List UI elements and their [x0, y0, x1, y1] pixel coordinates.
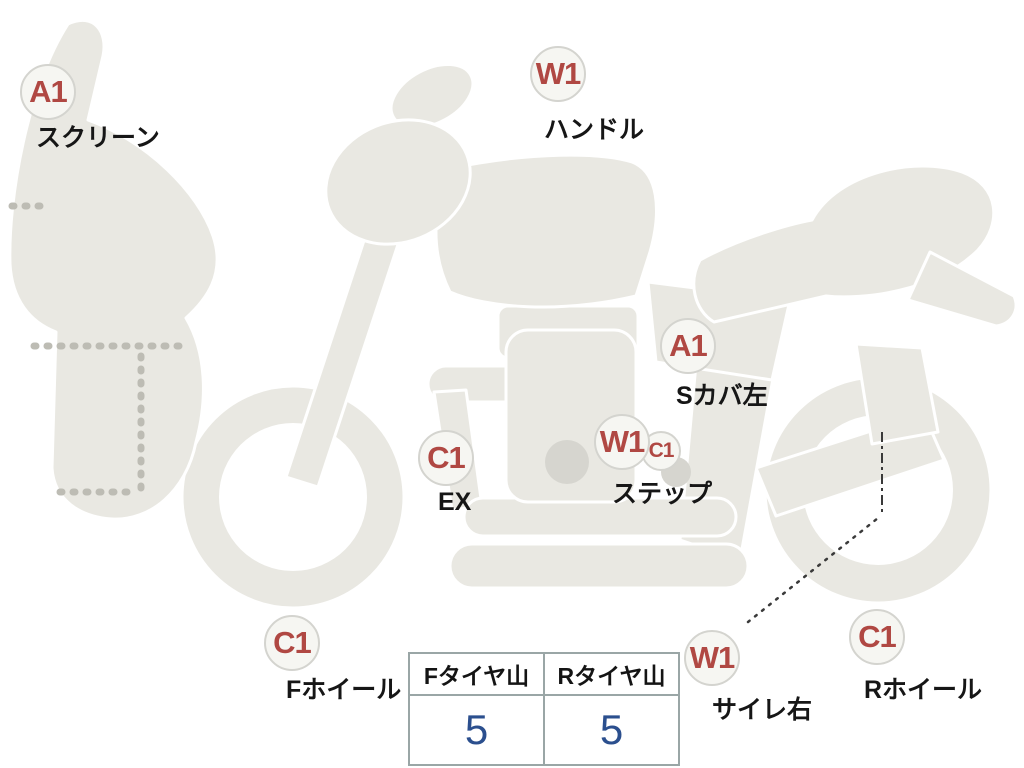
marker-badge-step[interactable]: W1 — [594, 414, 650, 470]
marker-label-silencer-right: サイレ右 — [712, 696, 813, 724]
handlebar-shape — [389, 62, 475, 130]
panel-seam-lines — [8, 202, 194, 496]
tire-tread-value-rear: 5 — [543, 694, 680, 766]
tank-shape — [434, 153, 658, 309]
dotted-leader-line — [746, 516, 880, 624]
marker-badge-handlebar[interactable]: W1 — [530, 46, 586, 102]
tire-tread-value-front: 5 — [408, 694, 545, 766]
rear-fender-shape — [906, 250, 1018, 328]
muffler-lower-shape — [448, 542, 750, 590]
rear-frame-shape — [854, 342, 940, 446]
front-wheel — [180, 384, 406, 610]
marker-label-screen: スクリーン — [36, 124, 160, 152]
marker-label-exhaust: EX — [438, 488, 472, 516]
marker-label-front-wheel: Fホイール — [286, 676, 402, 704]
leader-lines — [746, 432, 883, 624]
marker-label-handlebar: ハンドル — [544, 116, 645, 144]
engine-cover-detail — [545, 440, 589, 484]
tire-tread-header-rear: Rタイヤ山 — [543, 652, 680, 696]
marker-badge-front-wheel[interactable]: C1 — [264, 615, 320, 671]
marker-label-rear-wheel: Rホイール — [864, 676, 983, 704]
tire-tread-header-front: Fタイヤ山 — [408, 652, 545, 696]
marker-badge-silencer-right[interactable]: W1 — [684, 630, 740, 686]
marker-badge-side-cover-left[interactable]: A1 — [660, 318, 716, 374]
marker-badge-screen[interactable]: A1 — [20, 64, 76, 120]
marker-label-step: ステップ — [612, 480, 713, 508]
marker-badge-rear-wheel[interactable]: C1 — [849, 609, 905, 665]
windscreen-shape — [8, 18, 219, 521]
marker-label-side-cover-left: Sカバ左 — [676, 382, 768, 410]
headlight-console-shape — [324, 118, 472, 246]
marker-badge-exhaust[interactable]: C1 — [418, 430, 474, 486]
tire-tread-table: Fタイヤ山 Rタイヤ山 5 5 — [408, 652, 680, 766]
